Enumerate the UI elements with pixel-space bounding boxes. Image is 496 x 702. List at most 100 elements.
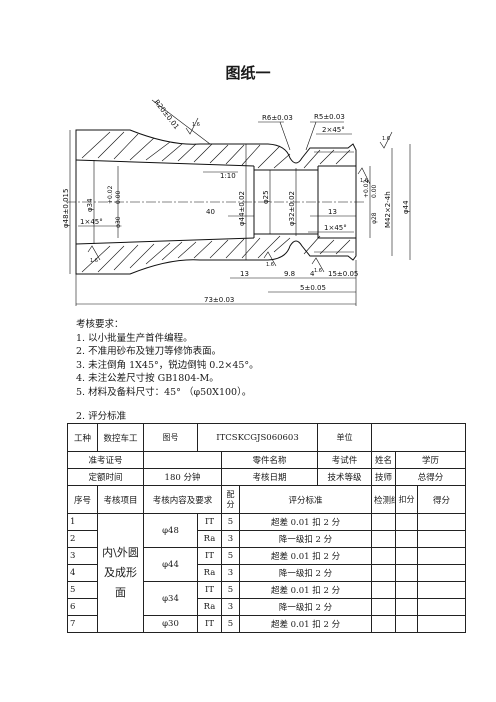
score-cell (395, 530, 419, 548)
requirement-item: 2. 不准用砂布及锉刀等修饰表面。 (76, 346, 222, 357)
deduction-cell (371, 530, 397, 548)
score-table: 工种 数控车工 图号 ITCSKCGJS060603 单位 准考证号 零件名称 … (67, 423, 467, 633)
dim-r6: R6±0.03 (262, 114, 293, 122)
dim-ra5: 1.6 (266, 262, 274, 268)
criteria-cell: 降一级扣 2 分 (238, 598, 373, 616)
dim-ra6: 1.6 (314, 268, 322, 274)
content-cell: φ44 (143, 547, 198, 582)
requirement-item: 1. 以小批量生产首件编程。 (76, 332, 193, 344)
deduction-cell (371, 547, 397, 565)
deduction-cell (371, 564, 397, 582)
dim-d30-upper: +0.02 (107, 185, 114, 204)
score-cell (395, 581, 419, 599)
dim-r5: R5±0.03 (314, 113, 345, 121)
row-no: 5 (67, 581, 98, 599)
exam-date-label: 考核日期 (220, 468, 319, 486)
dim-thread: M42×2-4h (384, 191, 392, 228)
dim-d28-lower: 0.00 (371, 184, 378, 198)
row-no: 7 (67, 615, 98, 633)
requirements-heading: 考核要求： (76, 319, 124, 330)
drawing-no-label: 图号 (143, 423, 198, 452)
score-cell (395, 564, 419, 582)
trade-label: 工种 (67, 423, 98, 452)
name-label: 姓名 (371, 451, 397, 469)
project-cell: 内\外圆及成形面 (97, 513, 144, 633)
dim-d30: φ30 (115, 216, 122, 228)
col-header: 评分标准 (238, 485, 373, 514)
notes-cell (417, 564, 467, 582)
table-row: 准考证号 零件名称 考试件 姓名 学历 (67, 451, 467, 469)
content-cell: φ30 (143, 615, 198, 633)
type-cell: Ra (197, 530, 222, 548)
dim-chamfer-top: 2×45° (322, 126, 345, 134)
dim-d28-upper: +0.02 (363, 179, 370, 198)
dim-len13-inner: 13 (328, 208, 337, 216)
table-row: 2 Ra 3 降一级扣 2 分 (67, 530, 467, 548)
deduction-cell (371, 598, 397, 616)
points-cell: 5 (221, 615, 240, 633)
part-name-value: 考试件 (317, 451, 373, 469)
dim-d32: φ32±0.02 (288, 191, 296, 226)
dim-d44b: φ44 (402, 200, 410, 214)
row-no: 4 (67, 564, 98, 582)
dim-d25: φ25 (262, 190, 270, 204)
ticket-label: 准考证号 (67, 451, 144, 469)
notes-cell (417, 513, 467, 531)
quota-time-value: 180 分钟 (143, 468, 222, 486)
type-cell: IT (197, 547, 222, 565)
dim-d28: φ28 (371, 212, 378, 224)
drawing-no: ITCSKCGJS060603 (196, 423, 319, 452)
part-outline (75, 129, 357, 275)
score-cell (395, 547, 419, 565)
type-cell: IT (197, 615, 222, 633)
points-cell: 3 (221, 530, 240, 548)
dim-d48: φ48±0.015 (62, 189, 70, 228)
col-header: 配分 (221, 485, 240, 514)
col-header: 考核项目 (97, 485, 144, 514)
dim-r-left: R20±0.01 (152, 98, 180, 131)
content-cell: φ34 (143, 581, 198, 616)
requirements-block: 考核要求： 1. 以小批量生产首件编程。 2. 不准用砂布及锉刀等修饰表面。 3… (76, 318, 259, 399)
points-cell: 5 (221, 547, 240, 565)
table-row: 定额时间 180 分钟 考核日期 技术等级 技师 总得分 (67, 468, 467, 486)
ticket-value (143, 451, 222, 469)
deduction-cell (371, 581, 397, 599)
dim-ra3: 1.6 (360, 178, 368, 184)
unit-label: 单位 (317, 423, 373, 452)
type-cell: Ra (197, 598, 222, 616)
requirement-item: 4. 未注公差尺寸按 GB1804-M。 (76, 373, 219, 384)
deduction-cell (371, 513, 397, 531)
notes-cell (417, 530, 467, 548)
technical-drawing: R20±0.01 R6±0.03 R5±0.03 2×45° 1.6 1.6 1… (58, 88, 436, 310)
dim-len5: 5±0.05 (300, 284, 326, 292)
content-cell: φ48 (143, 513, 198, 548)
dim-len4: 4 (310, 270, 315, 278)
table-row: 7 φ30 IT 5 超差 0.01 扣 2 分 (67, 615, 467, 633)
table-row: 1 内\外圆及成形面 φ48 IT 5 超差 0.01 扣 2 分 (67, 513, 467, 633)
row-no: 1 (67, 513, 98, 531)
points-cell: 3 (221, 564, 240, 582)
notes-cell (417, 615, 467, 633)
col-header: 得分 (417, 485, 467, 514)
type-cell: IT (197, 513, 222, 531)
criteria-cell: 超差 0.01 扣 2 分 (238, 581, 373, 599)
criteria-cell: 降一级扣 2 分 (238, 530, 373, 548)
score-cell (395, 615, 419, 633)
col-header: 扣分 (395, 485, 419, 514)
notes-cell (417, 581, 467, 599)
dim-chamfer-right: 1×45° (324, 224, 347, 232)
col-header: 考核内容及要求 (143, 485, 222, 514)
dim-d30-lower: 0.00 (115, 190, 122, 204)
criteria-cell: 超差 0.01 扣 2 分 (238, 547, 373, 565)
tech-grade-label: 技术等级 (317, 468, 373, 486)
type-cell: Ra (197, 564, 222, 582)
dim-ra2: 1.6 (382, 136, 390, 142)
technician-label: 技师 (371, 468, 397, 486)
row-no: 6 (67, 598, 98, 616)
dim-len13: 13 (240, 270, 249, 278)
part-name-label: 零件名称 (220, 451, 319, 469)
points-cell: 3 (221, 598, 240, 616)
dim-ra1: 1.6 (192, 122, 200, 128)
criteria-cell: 超差 0.01 扣 2 分 (238, 513, 373, 531)
dim-len98: 9.8 (284, 270, 295, 278)
